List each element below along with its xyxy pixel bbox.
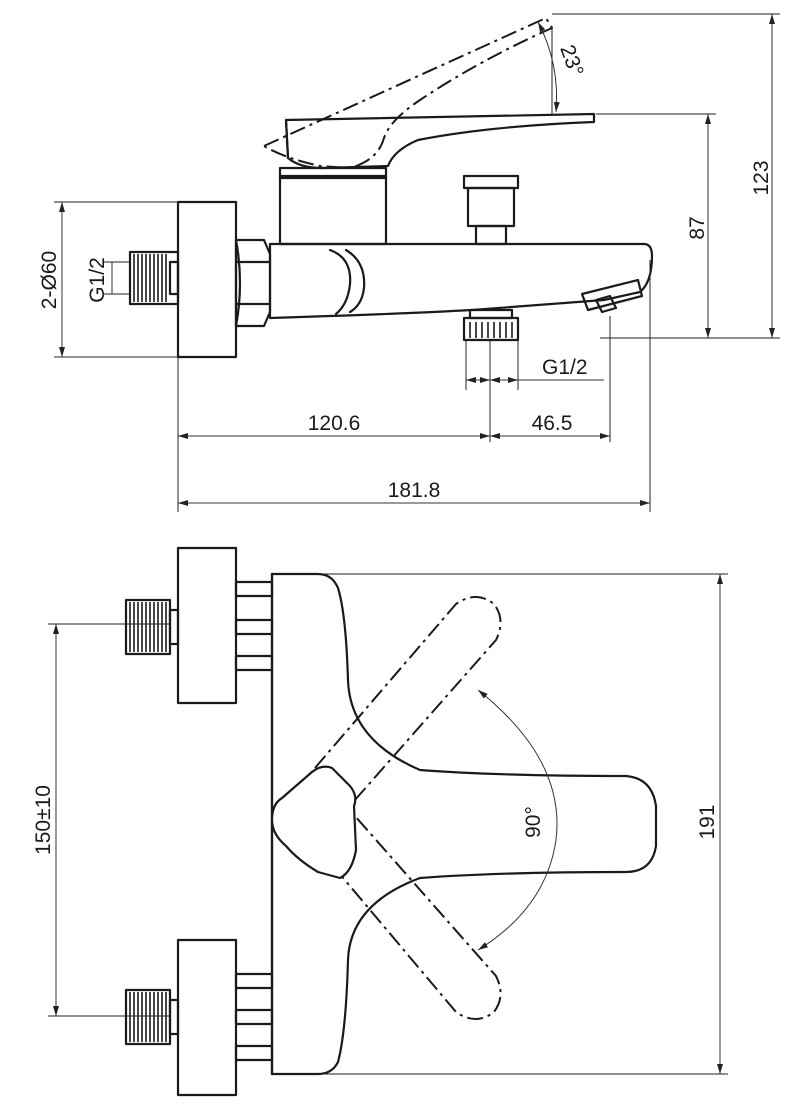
lever-handle bbox=[284, 112, 596, 170]
label-length-to-outlet: 120.6 bbox=[308, 412, 361, 435]
lever-handle-top-rotated-down bbox=[295, 789, 502, 1020]
label-thread-outlet: G1/2 bbox=[542, 356, 588, 379]
side-view: 23° 123 87 2-Ø60 G1/2 G1/2 120.6 46.5 18… bbox=[38, 13, 780, 512]
diverter-knob bbox=[462, 174, 520, 246]
label-outlet-offset: 46.5 bbox=[532, 412, 573, 435]
label-length-total: 181.8 bbox=[388, 479, 441, 502]
hex-nut bbox=[234, 238, 272, 328]
cartridge-square-top bbox=[270, 765, 358, 880]
label-handle-rotation: 90° bbox=[522, 806, 545, 838]
label-connection-diameter: 2-Ø60 bbox=[38, 251, 61, 309]
lever-handle-top-rotated-up bbox=[295, 596, 502, 827]
label-depth-total: 191 bbox=[696, 804, 719, 839]
label-angle-handle: 23° bbox=[555, 42, 587, 80]
dim-arc-angle bbox=[537, 21, 560, 113]
wall-flange bbox=[176, 200, 238, 359]
label-height-spout: 87 bbox=[686, 216, 709, 239]
label-center-distance: 150±10 bbox=[32, 785, 55, 855]
dim-arc-handle-rotation bbox=[477, 689, 558, 951]
inlet-connector bbox=[104, 250, 180, 306]
lower-flange-assembly bbox=[124, 938, 274, 1097]
shower-outlet bbox=[462, 308, 520, 342]
lever-handle-open-position bbox=[263, 17, 553, 169]
label-height-total: 123 bbox=[750, 160, 773, 195]
cartridge-housing bbox=[278, 174, 388, 246]
mixer-body bbox=[268, 242, 654, 320]
top-view: 150±10 90° 191 bbox=[32, 546, 728, 1097]
upper-flange-assembly bbox=[124, 546, 274, 705]
label-thread-inlet: G1/2 bbox=[86, 257, 109, 303]
